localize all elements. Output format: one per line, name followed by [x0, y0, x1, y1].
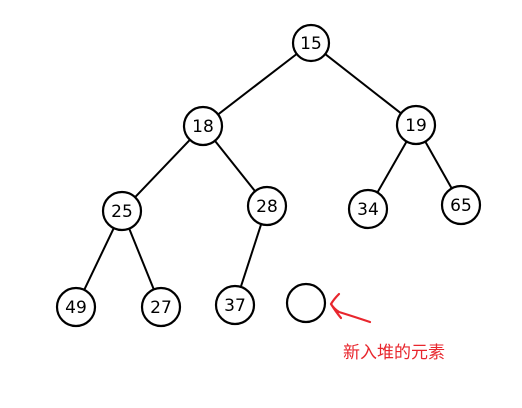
node-circle: [140, 286, 182, 328]
node-label: 34: [357, 200, 379, 220]
node-circle: [285, 282, 327, 324]
edge-n25-n49: [83, 227, 115, 291]
node-circle: [246, 185, 288, 227]
node-label: 18: [192, 117, 214, 137]
edge-n18-n25: [134, 139, 191, 198]
heap-node-25: 25: [101, 190, 143, 232]
node-label: 15: [300, 34, 322, 54]
node-label: 19: [405, 116, 427, 136]
node-circle: [214, 284, 256, 326]
heap-node-18: 18: [182, 105, 224, 147]
heap-node-28: 28: [246, 185, 288, 227]
heap-node-34: 34: [347, 188, 389, 230]
node-label: 37: [224, 296, 246, 316]
heap-node-15: 15: [291, 23, 331, 63]
edge-n15-n19: [324, 53, 402, 115]
new-heap-node: [285, 282, 327, 324]
edge-n15-n18: [217, 53, 298, 116]
node-label: 27: [150, 298, 172, 318]
node-label: 49: [65, 298, 87, 318]
edge-n25-n27: [128, 228, 155, 290]
node-circle: [347, 188, 389, 230]
node-circle: [291, 23, 331, 63]
edge-n18-n28: [214, 140, 256, 192]
heap-node-19: 19: [395, 104, 437, 146]
edge-n28-n37: [239, 223, 263, 288]
heap-node-49: 49: [55, 286, 97, 328]
node-circle: [182, 105, 224, 147]
heap-node-65: 65: [440, 184, 482, 226]
node-label: 25: [111, 202, 133, 222]
node-circle: [55, 286, 97, 328]
node-circle: [101, 190, 143, 232]
node-circle: [440, 184, 482, 226]
heap-node-37: 37: [214, 284, 256, 326]
heap-node-27: 27: [140, 286, 182, 328]
tree-nodes: 15 18 19 25 28 34 65 49 27 37: [55, 23, 482, 328]
edge-n19-n34: [376, 141, 408, 193]
node-circle: [395, 104, 437, 146]
edge-n19-n65: [424, 141, 453, 189]
node-label: 28: [256, 197, 278, 217]
annotation-label: 新入堆的元素: [343, 343, 445, 363]
new-element-annotation: 新入堆的元素: [329, 292, 445, 363]
tree-edges: [83, 53, 453, 291]
hand-drawn-arrow-icon: [329, 292, 372, 324]
node-label: 65: [450, 196, 472, 216]
